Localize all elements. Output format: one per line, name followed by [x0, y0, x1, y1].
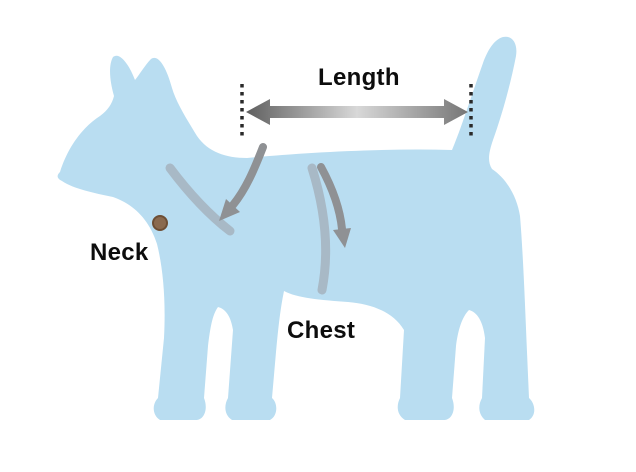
chest-arrow-shaft [317, 163, 346, 233]
length-label: Length [318, 64, 400, 91]
harness-chest-strap [307, 163, 331, 295]
chest-label: Chest [287, 317, 356, 344]
harness-buckle [152, 215, 168, 231]
neck-arrow [219, 143, 267, 221]
neck-arrowhead [219, 199, 240, 221]
length-measure [240, 84, 473, 140]
length-arrow [246, 99, 468, 125]
neck-arrow-shaft [229, 143, 267, 209]
neck-label: Neck [90, 239, 149, 266]
chest-arrow [317, 163, 351, 248]
chest-arrowhead [333, 228, 351, 248]
harness-neck-strap [165, 163, 235, 236]
dog-silhouette [57, 36, 535, 421]
